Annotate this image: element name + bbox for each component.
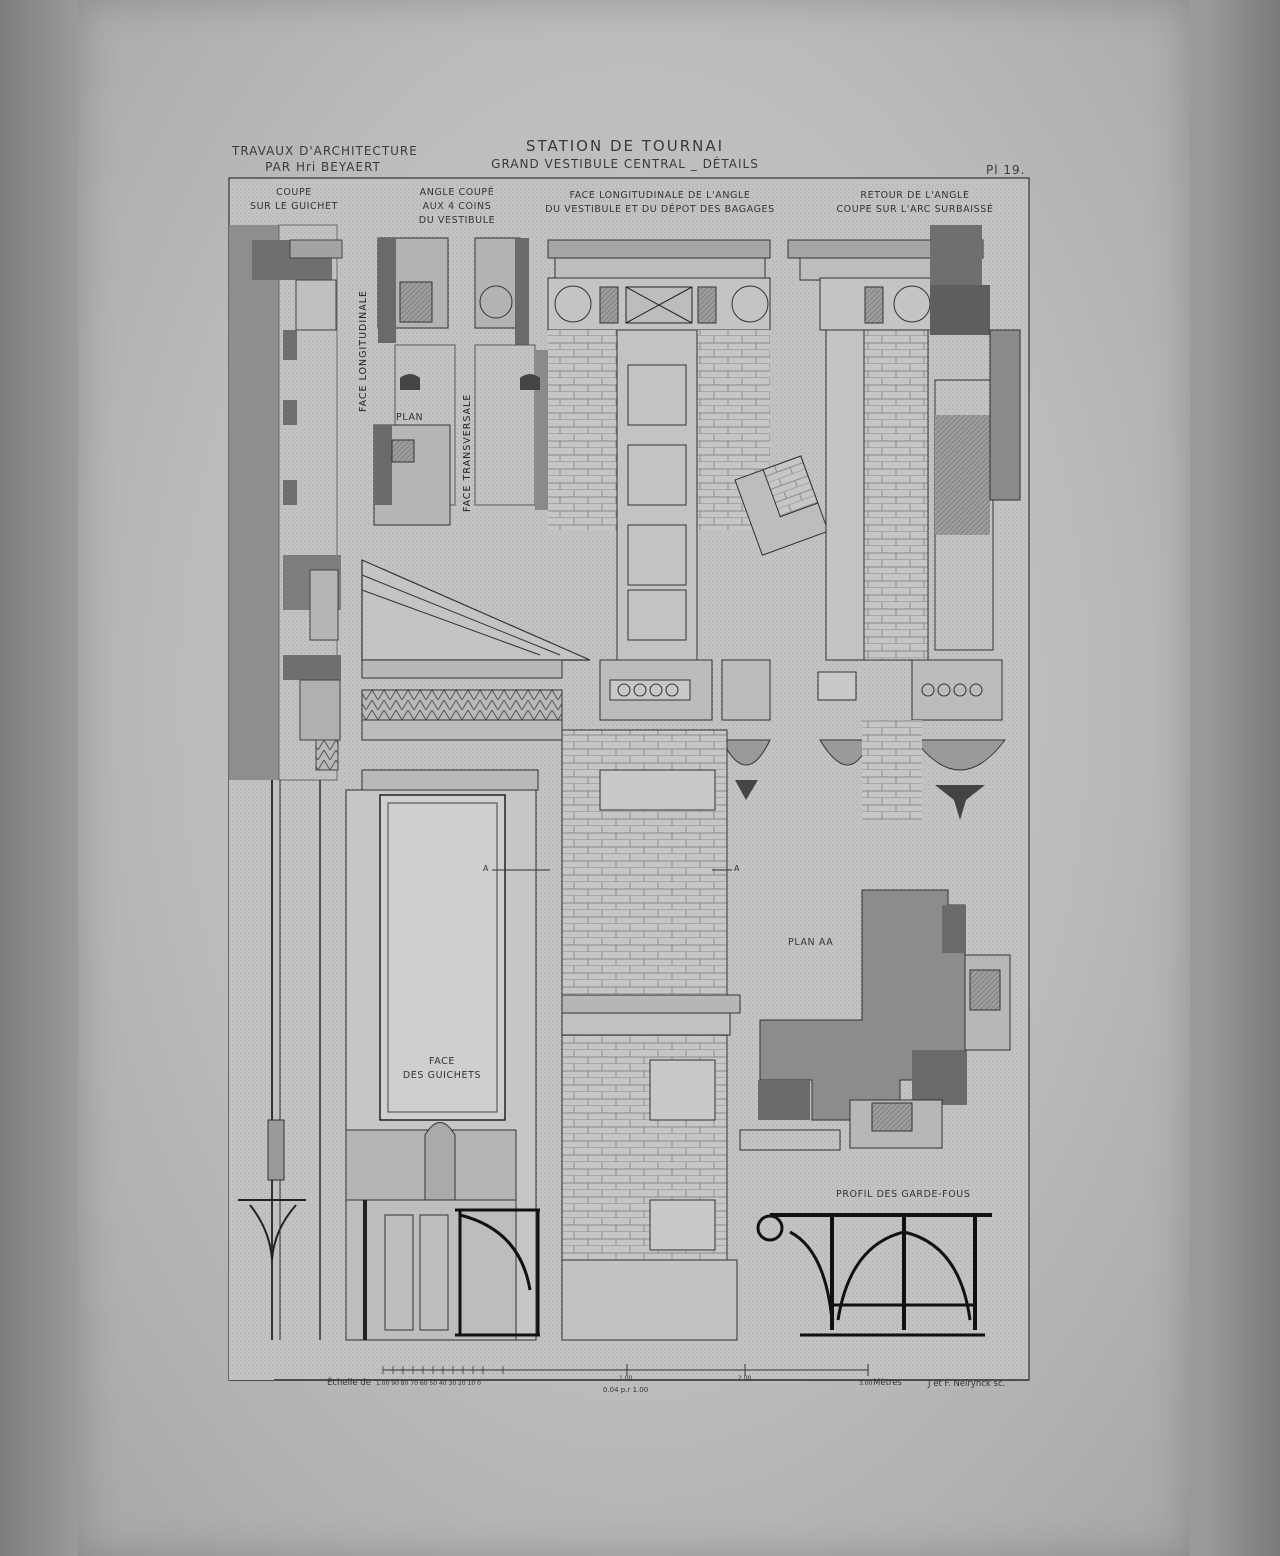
railing-profile	[756, 1213, 992, 1337]
label-face-guichets-line2: DES GUICHETS	[402, 1070, 482, 1081]
label-vertical-face-transversale: FACE TRANSVERSALE	[462, 393, 473, 512]
label-angle-line3: DU VESTIBULE	[418, 215, 496, 226]
label-angle-coupe: ANGLE COUPÉ AUX 4 COINS DU VESTIBULE	[402, 186, 512, 228]
coupe-section	[229, 224, 343, 1380]
scale-mark-200: 2.00	[738, 1375, 752, 1382]
scale-mark-300: 3.00	[859, 1380, 873, 1387]
plate-title: STATION DE TOURNAI	[525, 137, 725, 155]
face-longitudinale-elevation	[547, 239, 771, 820]
engraver-credit: J et F. Neirynck sc.	[928, 1379, 1006, 1389]
label-profil-garde-fous: PROFIL DES GARDE-FOUS	[836, 1189, 971, 1200]
label-retour-line1: RETOUR DE L'ANGLE	[860, 190, 970, 201]
label-face-longitudinale: FACE LONGITUDINALE DE L'ANGLE DU VESTIBU…	[535, 189, 785, 217]
header-center: STATION DE TOURNAI GRAND VESTIBULE CENTR…	[480, 137, 770, 171]
scale-ratio: 0.04 p.r 1.00	[603, 1386, 649, 1394]
plate-number: Pl 19.	[986, 163, 1026, 177]
label-coupe-line1: COUPE	[276, 187, 312, 198]
label-retour-angle: RETOUR DE L'ANGLE COUPE SUR L'ARC SURBAI…	[825, 189, 1005, 217]
header-left-line2: PAR Hri BEYAERT	[265, 160, 381, 174]
retour-angle-elevation	[787, 225, 1021, 820]
label-coupe-line2: SUR LE GUICHET	[249, 201, 339, 212]
scale-units: Mètres	[873, 1378, 902, 1388]
scale-mark-100: 1.00	[619, 1375, 633, 1382]
label-face-long-line1: FACE LONGITUDINALE DE L'ANGLE	[569, 190, 751, 201]
label-angle-line2: AUX 4 COINS	[422, 201, 492, 212]
face-guichets-elevation	[345, 559, 591, 1341]
angle-coupe-detail	[373, 237, 553, 526]
plate-subtitle: GRAND VESTIBULE CENTRAL _ DÉTAILS	[491, 157, 759, 171]
header-left: TRAVAUX D'ARCHITECTURE PAR Hri BEYAERT	[232, 143, 418, 175]
plan-aa	[739, 889, 1011, 1151]
label-plan-aa: PLAN AA	[788, 937, 834, 948]
label-face-guichets: FACE DES GUICHETS	[396, 1055, 488, 1083]
label-face-guichets-line1: FACE	[429, 1056, 455, 1067]
section-marker-a-right: A	[734, 864, 740, 873]
label-plan: PLAN	[396, 412, 424, 423]
scale-bar	[382, 1364, 869, 1376]
label-vertical-face-longitudinale: FACE LONGITUDINALE	[358, 289, 369, 412]
header-left-line1: TRAVAUX D'ARCHITECTURE	[232, 144, 418, 158]
scale-ticks: 1.00 90 80 70 60 50 40 30 20 10 0	[376, 1380, 481, 1387]
label-angle-line1: ANGLE COUPÉ	[419, 187, 495, 198]
label-coupe: COUPE SUR LE GUICHET	[244, 186, 344, 214]
scale-prefix: Échelle de	[327, 1378, 371, 1388]
label-face-long-line2: DU VESTIBULE ET DU DÉPOT DES BAGAGES	[545, 204, 775, 215]
rotated-detail	[734, 455, 829, 556]
central-pier	[561, 729, 741, 1341]
section-marker-a-left: A	[483, 864, 489, 873]
label-retour-line2: COUPE SUR L'ARC SURBAISSÉ	[836, 204, 994, 215]
